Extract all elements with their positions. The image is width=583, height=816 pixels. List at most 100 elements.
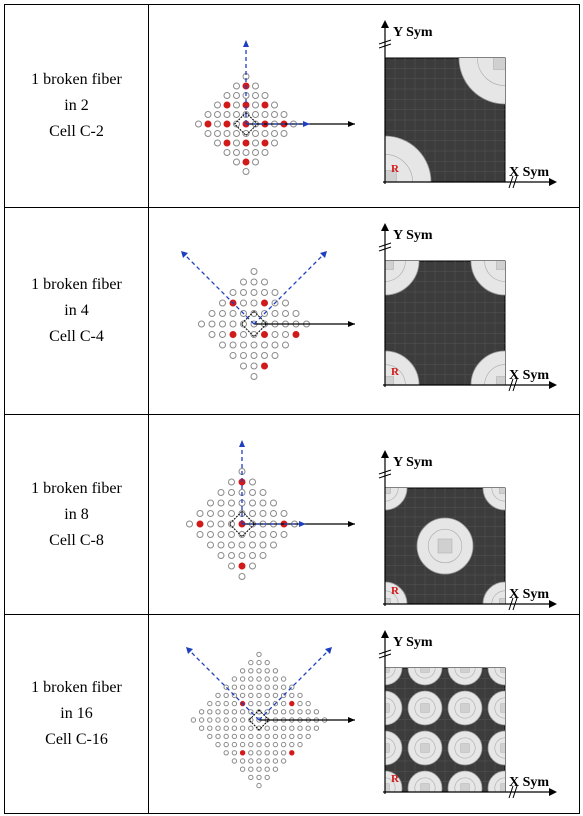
fiber <box>270 509 277 517</box>
fiber <box>280 110 288 118</box>
fiber <box>231 749 238 756</box>
description-line: in 8 <box>64 505 89 523</box>
fiber <box>264 700 270 706</box>
broken-fiber <box>261 299 268 306</box>
fiber <box>231 675 238 682</box>
fiber <box>240 299 247 306</box>
fiber <box>229 309 237 317</box>
fiber <box>289 725 295 731</box>
fiber <box>190 716 197 723</box>
fiber <box>259 530 267 538</box>
fiber-array <box>198 267 310 380</box>
fiber <box>229 320 237 327</box>
fiber <box>186 520 193 527</box>
fiber <box>249 509 256 517</box>
fiber <box>261 148 269 156</box>
fiber <box>196 509 204 517</box>
fiber <box>228 530 235 538</box>
fiber <box>256 684 262 690</box>
fiber <box>239 725 246 731</box>
fiber <box>271 351 279 359</box>
fiber <box>270 530 277 538</box>
fiber <box>207 725 213 731</box>
fiber <box>271 309 279 317</box>
fiber <box>242 167 250 175</box>
fiber <box>313 725 320 731</box>
description-line: Cell C-8 <box>49 531 104 549</box>
fiber <box>264 675 270 682</box>
fiber-array <box>186 467 298 580</box>
fiber <box>282 299 289 306</box>
fiber <box>272 766 279 772</box>
fiber <box>261 91 269 99</box>
fiber <box>233 129 240 137</box>
fiber <box>280 509 288 517</box>
fiber <box>223 716 229 723</box>
fiber <box>249 562 256 569</box>
fiber <box>238 551 246 559</box>
fiber <box>305 733 311 739</box>
fiber <box>252 148 259 156</box>
fiber <box>272 725 279 731</box>
fiber <box>239 675 246 682</box>
fiber <box>240 330 247 338</box>
fiber <box>250 330 258 338</box>
fiber <box>239 692 246 698</box>
fiber <box>264 757 270 764</box>
fiber <box>264 667 270 673</box>
fiber <box>282 309 289 317</box>
fiber <box>223 129 231 137</box>
fiber <box>305 725 311 731</box>
broken-fiber <box>261 330 268 338</box>
fiber-section <box>385 690 403 725</box>
fiber <box>248 757 254 764</box>
region-marker: R <box>391 585 400 597</box>
fiber <box>259 509 267 517</box>
description-line: 1 broken fiber <box>31 679 122 696</box>
fiber <box>270 499 277 506</box>
fiber <box>271 341 279 348</box>
fiber <box>272 741 279 747</box>
fiber <box>252 110 259 118</box>
fiber <box>240 351 247 359</box>
fiber <box>250 267 258 275</box>
fiber <box>217 551 225 559</box>
symmetry-axes <box>378 449 557 610</box>
broken-fiber <box>238 562 246 569</box>
fiber-array <box>190 651 328 788</box>
fiber <box>238 572 246 580</box>
unit-cell-outline <box>248 708 270 731</box>
fiber <box>256 675 262 682</box>
fiber <box>280 675 287 682</box>
fiber <box>261 351 268 359</box>
fiber <box>272 692 279 698</box>
fiber <box>264 684 270 690</box>
fiber <box>231 700 238 706</box>
fiber <box>223 91 231 99</box>
fiber <box>248 733 254 739</box>
fiber <box>270 541 277 548</box>
y-axis-label: Y Sym <box>393 228 433 243</box>
fiber <box>264 733 270 739</box>
fiber <box>259 488 267 496</box>
broken-fiber <box>223 101 231 108</box>
fiber <box>250 372 258 380</box>
fiber <box>233 82 240 89</box>
fiber <box>207 499 214 506</box>
fiber <box>282 330 289 338</box>
description-line: 1 broken fiber <box>31 479 122 497</box>
fiber <box>264 659 270 665</box>
broken-fiber <box>204 120 212 127</box>
fiber <box>231 725 238 731</box>
fiber <box>208 330 216 338</box>
broken-fiber <box>242 158 250 165</box>
broken-fiber <box>261 362 268 369</box>
fiber <box>228 541 235 548</box>
fiber <box>228 551 235 559</box>
fiber <box>208 320 216 327</box>
x-axis-label: X Sym <box>509 165 549 180</box>
